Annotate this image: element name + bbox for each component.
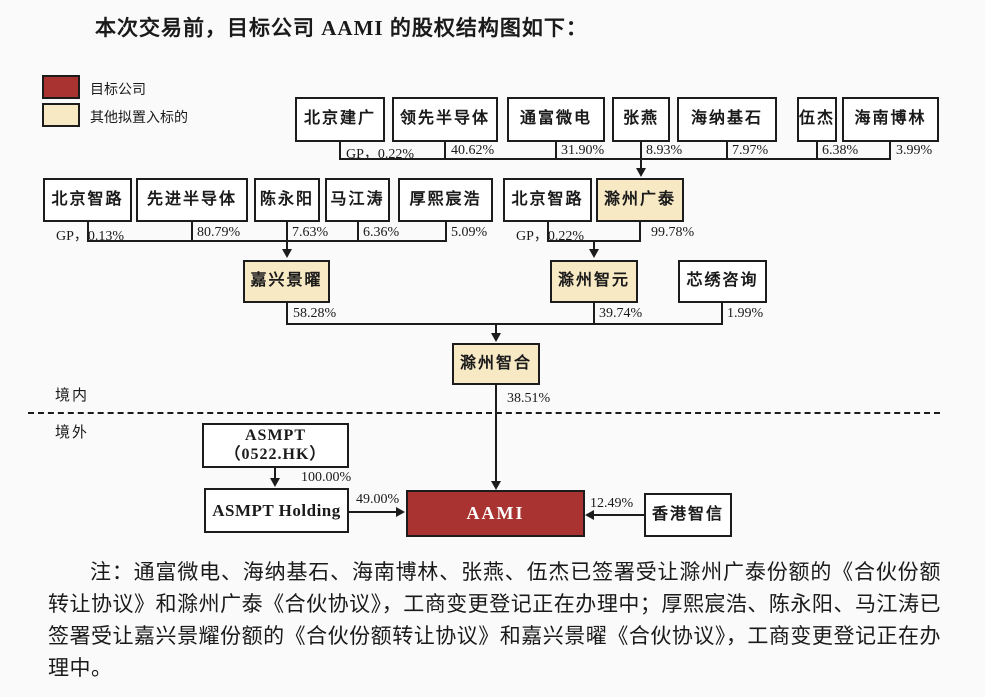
entity-asmpt-holding: ASMPT Holding xyxy=(204,488,349,533)
connector xyxy=(721,303,723,324)
connector xyxy=(726,142,728,159)
ownership-percentage: 5.09% xyxy=(451,225,488,240)
entity-xinxiu-consulting: 芯绣咨询 xyxy=(678,260,767,303)
legend-other-assets-swatch xyxy=(42,103,80,127)
connector xyxy=(555,142,557,159)
ownership-percentage: 7.63% xyxy=(292,225,329,240)
entity-ma-jiangtao: 马江涛 xyxy=(325,178,390,222)
entity-hainan-bolin: 海南博林 xyxy=(842,97,939,142)
connector xyxy=(286,303,288,324)
connector xyxy=(349,511,397,513)
entity-haina-jishi: 海纳基石 xyxy=(677,97,777,142)
connector xyxy=(593,303,595,324)
footnote: 注：通富微电、海纳基石、海南博林、张燕、伍杰已签署受让滁州广泰份额的《合伙份额转… xyxy=(48,560,941,680)
connector xyxy=(191,222,193,241)
region-overseas-label: 境外 xyxy=(55,425,90,441)
arrow-down xyxy=(491,481,501,490)
connector xyxy=(594,514,644,516)
ownership-percentage: GP，0.22% xyxy=(346,147,415,162)
entity-aami: AAMI xyxy=(406,490,585,537)
connector xyxy=(286,323,723,325)
connector xyxy=(889,142,891,159)
arrow-down xyxy=(491,333,501,342)
ownership-percentage: 8.93% xyxy=(646,143,683,158)
arrow-down xyxy=(636,168,646,177)
connector xyxy=(640,158,642,170)
entity-beijing-jianguang: 北京建广 xyxy=(295,97,385,142)
ownership-percentage: 58.28% xyxy=(293,306,337,321)
entity-jiaxing-jingyao: 嘉兴景曜 xyxy=(243,260,330,303)
connector xyxy=(547,222,549,241)
entity-asmpt: ASMPT （0522.HK） xyxy=(202,423,349,468)
ownership-percentage: 6.36% xyxy=(363,225,400,240)
page-title: 本次交易前，目标公司 AAMI 的股权结构图如下： xyxy=(95,16,588,40)
entity-hongkong-zhixin: 香港智信 xyxy=(644,493,732,537)
arrow-left xyxy=(585,510,594,520)
ownership-percentage: 38.51% xyxy=(507,391,551,406)
ownership-percentage: 100.00% xyxy=(301,470,352,485)
connector xyxy=(339,158,891,160)
ownership-percentage: 99.78% xyxy=(651,225,695,240)
connector xyxy=(444,142,446,159)
arrow-down xyxy=(589,249,599,258)
asmpt-ticker: （0522.HK） xyxy=(224,445,327,463)
asmpt-name: ASMPT xyxy=(245,427,306,445)
entity-tongfu-microelectronics: 通富微电 xyxy=(507,97,605,142)
ownership-percentage: 40.62% xyxy=(451,143,495,158)
ownership-percentage: 49.00% xyxy=(356,492,400,507)
connector xyxy=(593,240,595,251)
connector xyxy=(274,468,276,479)
connector xyxy=(495,385,497,482)
entity-chuzhou-guangtai: 滁州广泰 xyxy=(596,178,684,222)
ownership-percentage: GP，0.13% xyxy=(56,229,125,244)
connector xyxy=(87,240,447,242)
legend-other-assets-label: 其他拟置入标的 xyxy=(90,111,188,126)
legend-target-company-swatch xyxy=(42,75,80,99)
ownership-percentage: 7.97% xyxy=(732,143,769,158)
entity-houxi-chenhao: 厚熙宸浩 xyxy=(398,178,493,222)
connector xyxy=(286,240,288,251)
legend-target-company-label: 目标公司 xyxy=(90,83,146,98)
connector xyxy=(339,142,341,159)
connector xyxy=(639,222,641,241)
ownership-percentage: 3.99% xyxy=(896,143,933,158)
entity-wu-jie: 伍杰 xyxy=(797,97,837,142)
connector xyxy=(286,222,288,241)
entity-zhang-yan: 张燕 xyxy=(612,97,670,142)
entity-beijing-zhilu-1: 北京智路 xyxy=(43,178,132,222)
connector xyxy=(87,222,89,241)
ownership-percentage: 12.49% xyxy=(590,496,634,511)
connector xyxy=(445,222,447,241)
domestic-overseas-divider xyxy=(28,412,940,414)
ownership-percentage: 39.74% xyxy=(599,306,643,321)
ownership-percentage: GP，0.22% xyxy=(516,229,585,244)
entity-xianjin-semiconductor: 先进半导体 xyxy=(136,178,248,222)
ownership-percentage: 31.90% xyxy=(561,143,605,158)
entity-chen-yongyang: 陈永阳 xyxy=(254,178,320,222)
ownership-percentage: 80.79% xyxy=(197,225,241,240)
arrow-down xyxy=(282,249,292,258)
connector xyxy=(357,222,359,241)
entity-beijing-zhilu-2: 北京智路 xyxy=(503,178,592,222)
ownership-percentage: 1.99% xyxy=(727,306,764,321)
arrow-right xyxy=(396,507,405,517)
connector xyxy=(816,142,818,159)
region-domestic-label: 境内 xyxy=(55,388,90,404)
ownership-percentage: 6.38% xyxy=(822,143,859,158)
entity-chuzhou-zhihe: 滁州智合 xyxy=(452,343,540,385)
arrow-down xyxy=(270,478,280,487)
connector xyxy=(495,323,497,334)
entity-lingxian-semiconductor: 领先半导体 xyxy=(392,97,498,142)
connector xyxy=(640,142,642,159)
entity-chuzhou-zhiyuan: 滁州智元 xyxy=(550,260,638,303)
